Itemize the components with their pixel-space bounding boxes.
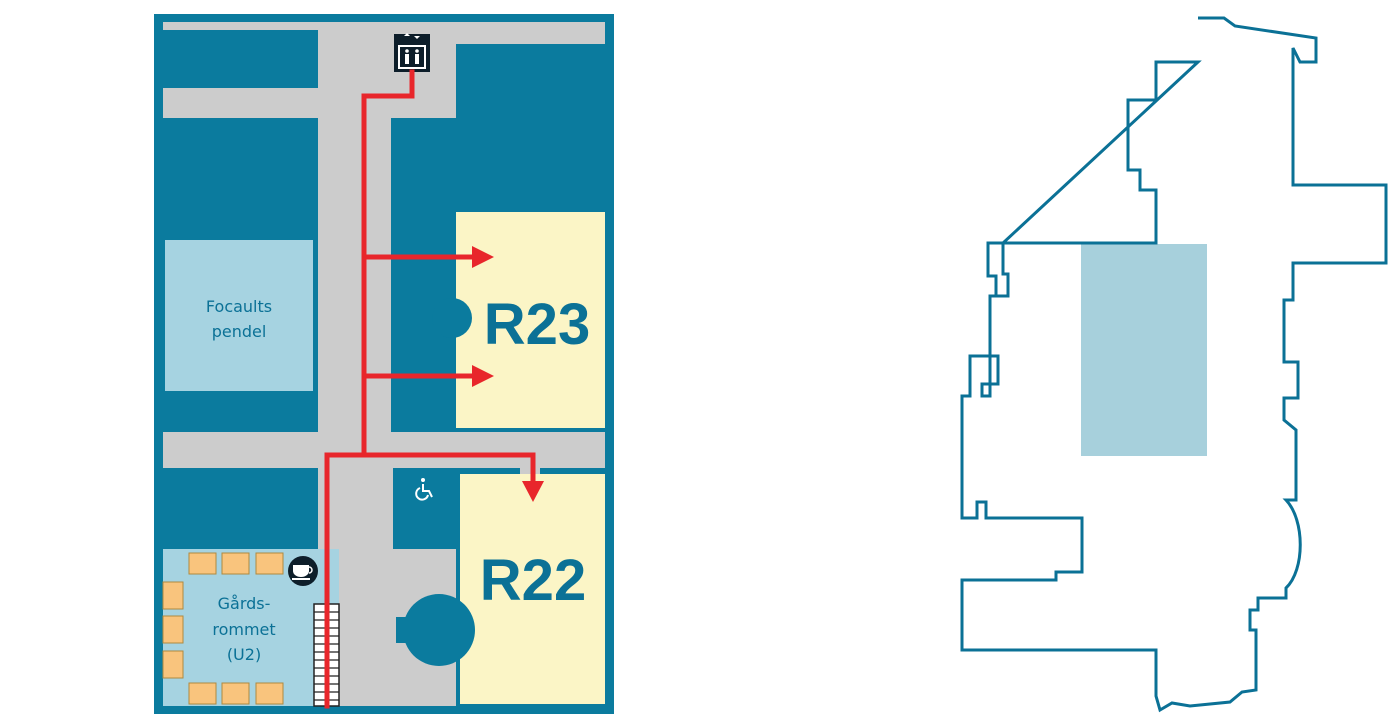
table: [255, 682, 284, 705]
building-outline: [960, 16, 1388, 713]
wheelchair-accessible-icon: [415, 478, 433, 501]
wall-block-wheelchair: [393, 468, 456, 549]
wall-block: [163, 30, 318, 88]
room-r22: [460, 474, 605, 704]
room-gardsrommet-label-line2: rommet: [212, 620, 275, 639]
route-arrow-r23-lower: [472, 365, 494, 387]
room-r22-label: R22: [480, 548, 586, 613]
room-focaults-pendel: [165, 240, 313, 391]
table: [188, 552, 217, 575]
furniture-tables: [162, 552, 284, 705]
wall-block: [456, 44, 605, 212]
table: [162, 581, 184, 610]
r22-door-divider: [520, 468, 540, 474]
wall-block: [163, 468, 318, 548]
room-focaults-label-line2: pendel: [212, 322, 267, 341]
r22-rotunda-nub: [396, 617, 414, 643]
route-arrow-r22: [522, 481, 544, 502]
wall-block: [391, 118, 456, 248]
table: [221, 552, 250, 575]
r23-rotunda: [432, 298, 472, 338]
route-arrow-r23-upper: [472, 246, 494, 268]
coffee-cup-icon: [288, 556, 318, 586]
table: [188, 682, 217, 705]
route-path: [324, 69, 536, 709]
table: [255, 552, 284, 575]
location-highlight: [1081, 244, 1207, 456]
room-gardsrommet-label-line1: Gårds-: [218, 594, 271, 613]
room-r23: [456, 212, 605, 428]
table: [221, 682, 250, 705]
r22-rotunda: [403, 594, 475, 666]
room-r23-label: R23: [484, 292, 590, 357]
table: [162, 650, 184, 679]
room-focaults-label-line1: Focaults: [206, 297, 272, 316]
table: [162, 615, 184, 644]
elevator-icon: [394, 33, 430, 72]
room-gardsrommet-label-line3: (U2): [227, 645, 261, 664]
wall-block: [391, 386, 456, 432]
